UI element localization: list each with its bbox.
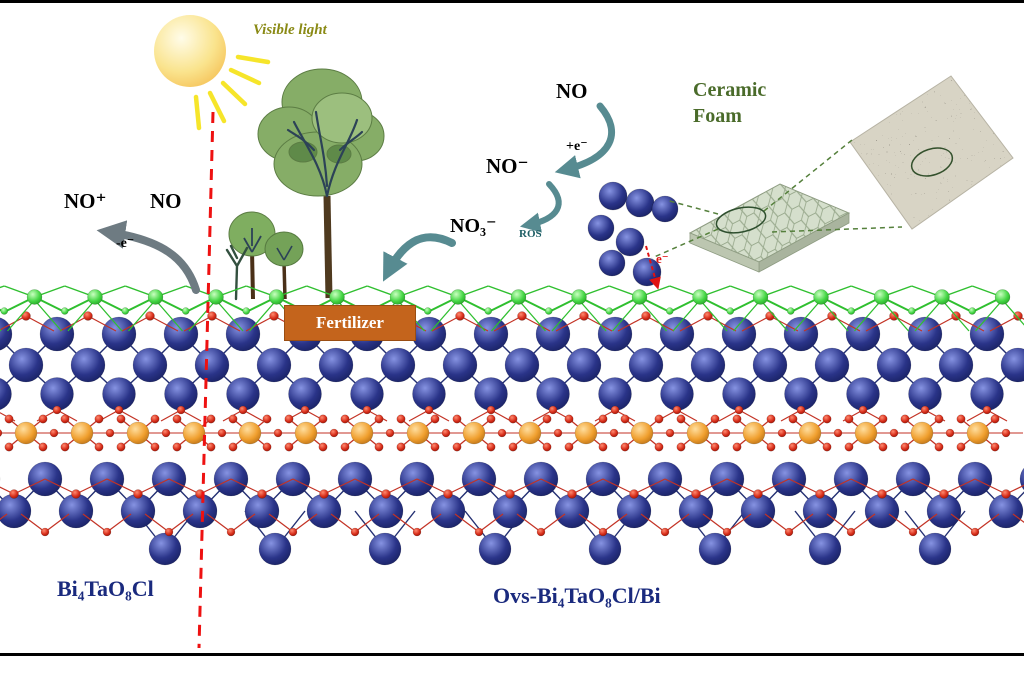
no-oxidation-arrow-icon [96,220,200,294]
ceramic-foam-label-line2: Foam [693,105,742,127]
sem-micrograph-image [849,75,1014,230]
formula-left-label: Bi₄TaO₈Cl [57,576,154,601]
figure-border-bottom [0,653,1024,656]
no-label-left: NO [150,189,182,213]
electron-label: e⁻ [656,251,669,266]
ceramic-foam-label-line1: Ceramic [693,79,767,101]
minus-electron-label: -e⁻ [116,236,135,251]
nitrate-to-fertilizer-arrow-icon [383,233,456,282]
ros-label: ROS [519,228,542,240]
figure-border-top [0,0,1024,3]
phase-divider-line [197,111,215,649]
visible-light-label: Visible light [253,22,327,38]
no-minus-label: NO⁻ [486,154,529,178]
plus-electron-label: +e⁻ [566,139,588,154]
bi-nanoparticle-cluster [587,181,679,287]
sun-icon [154,15,271,131]
crystal-lattice [0,285,1024,566]
fertilizer-badge: Fertilizer [284,305,416,341]
formula-right-label: Ovs-Bi₄TaO₈Cl/Bi [493,583,661,608]
lattice-cl-layer [0,285,1024,332]
sem-zoom-ellipse [910,147,954,177]
lattice-metal-atoms [0,316,1024,566]
no-reduction-arrow-icon [554,102,616,179]
ceramic-foam-image [688,183,851,273]
zoom-connector-lines [651,139,903,259]
no-plus-label: NO⁺ [64,189,107,213]
nitrate-label: NO₃⁻ [450,215,497,237]
sun-rays-icon [193,54,271,131]
no-to-nitrate-arrow-icon [519,181,562,233]
trees-icon [225,68,385,301]
no-label-top: NO [556,79,588,103]
foam-zoom-ellipse [715,206,767,234]
